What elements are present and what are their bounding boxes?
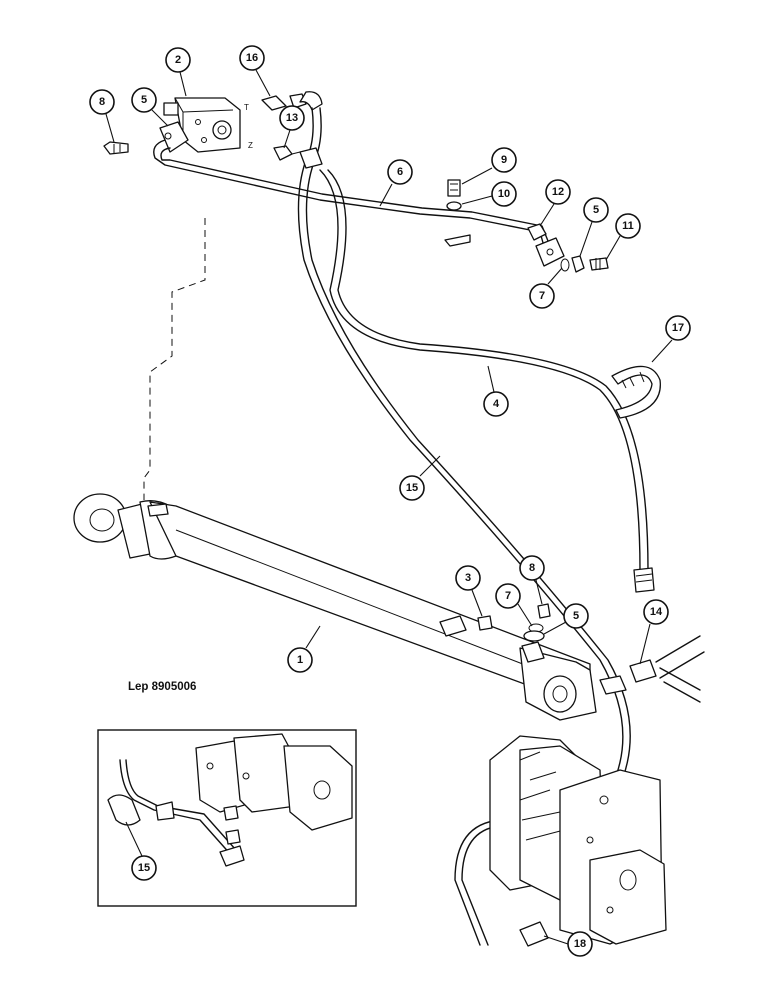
callout-7-upper: 7 (529, 267, 563, 309)
svg-text:7: 7 (505, 590, 511, 602)
callout-18: 18 (543, 931, 593, 957)
callout-5-right: 5 (579, 197, 609, 257)
svg-text:8: 8 (99, 96, 105, 108)
svg-text:11: 11 (622, 220, 634, 232)
port-label-z: Z (248, 141, 253, 150)
svg-text:12: 12 (552, 186, 564, 198)
svg-text:6: 6 (397, 166, 403, 178)
alignment-line (143, 218, 206, 500)
svg-text:1: 1 (297, 654, 303, 666)
callout-8-lower: 8 (519, 555, 545, 605)
svg-text:5: 5 (141, 94, 147, 106)
svg-text:9: 9 (501, 154, 507, 166)
svg-text:15: 15 (406, 482, 418, 494)
callout-13: 13 (279, 105, 305, 149)
callout-14: 14 (639, 599, 669, 665)
valve-block: T Z (163, 97, 253, 153)
cylinder-fittings (477, 603, 551, 663)
callout-16: 16 (239, 45, 271, 97)
callout-4: 4 (483, 365, 509, 417)
fitting-14 (599, 635, 705, 703)
pipe-assembly (153, 121, 551, 251)
svg-text:8: 8 (529, 562, 535, 574)
fitting-16 (261, 91, 323, 111)
svg-text:3: 3 (465, 572, 471, 584)
callout-2: 2 (165, 47, 191, 97)
callout-7-lower: 7 (495, 583, 533, 627)
control-valve-bank (489, 735, 667, 947)
svg-text:5: 5 (593, 204, 599, 216)
svg-text:2: 2 (175, 54, 181, 66)
bolt-upper-left (103, 141, 129, 155)
pipe-flange-right (527, 223, 609, 273)
callout-11: 11 (605, 213, 641, 261)
bolt-and-washer (446, 179, 462, 211)
drawing-reference: Lep 8905006 (128, 681, 196, 693)
cylinder (73, 493, 597, 721)
callout-3: 3 (455, 565, 483, 617)
svg-text:18: 18 (574, 938, 586, 950)
callout-12: 12 (539, 179, 571, 227)
callout-15-main: 15 (399, 455, 441, 501)
svg-text:4: 4 (493, 398, 500, 410)
fitting-13 (273, 145, 301, 161)
callout-5-lower: 5 (543, 603, 589, 635)
svg-text:5: 5 (573, 610, 579, 622)
callout-9: 9 (461, 147, 517, 185)
svg-text:10: 10 (498, 188, 510, 200)
svg-text:17: 17 (672, 322, 684, 334)
clip-17 (611, 365, 661, 419)
svg-text:13: 13 (286, 112, 298, 124)
callout-8-upper: 8 (89, 89, 115, 143)
callout-6: 6 (379, 159, 413, 207)
callout-5-upper-left: 5 (131, 87, 169, 127)
hose-4 (319, 169, 655, 593)
callout-17: 17 (651, 315, 691, 363)
svg-text:14: 14 (650, 606, 663, 618)
svg-text:7: 7 (539, 290, 545, 302)
callout-15-inset: 15 (125, 821, 157, 881)
port-label-t: T (244, 103, 249, 112)
callout-10: 10 (461, 181, 517, 207)
svg-text:15: 15 (138, 862, 150, 874)
detail-inset (97, 729, 357, 907)
svg-text:16: 16 (246, 52, 258, 64)
callout-1: 1 (287, 625, 321, 673)
